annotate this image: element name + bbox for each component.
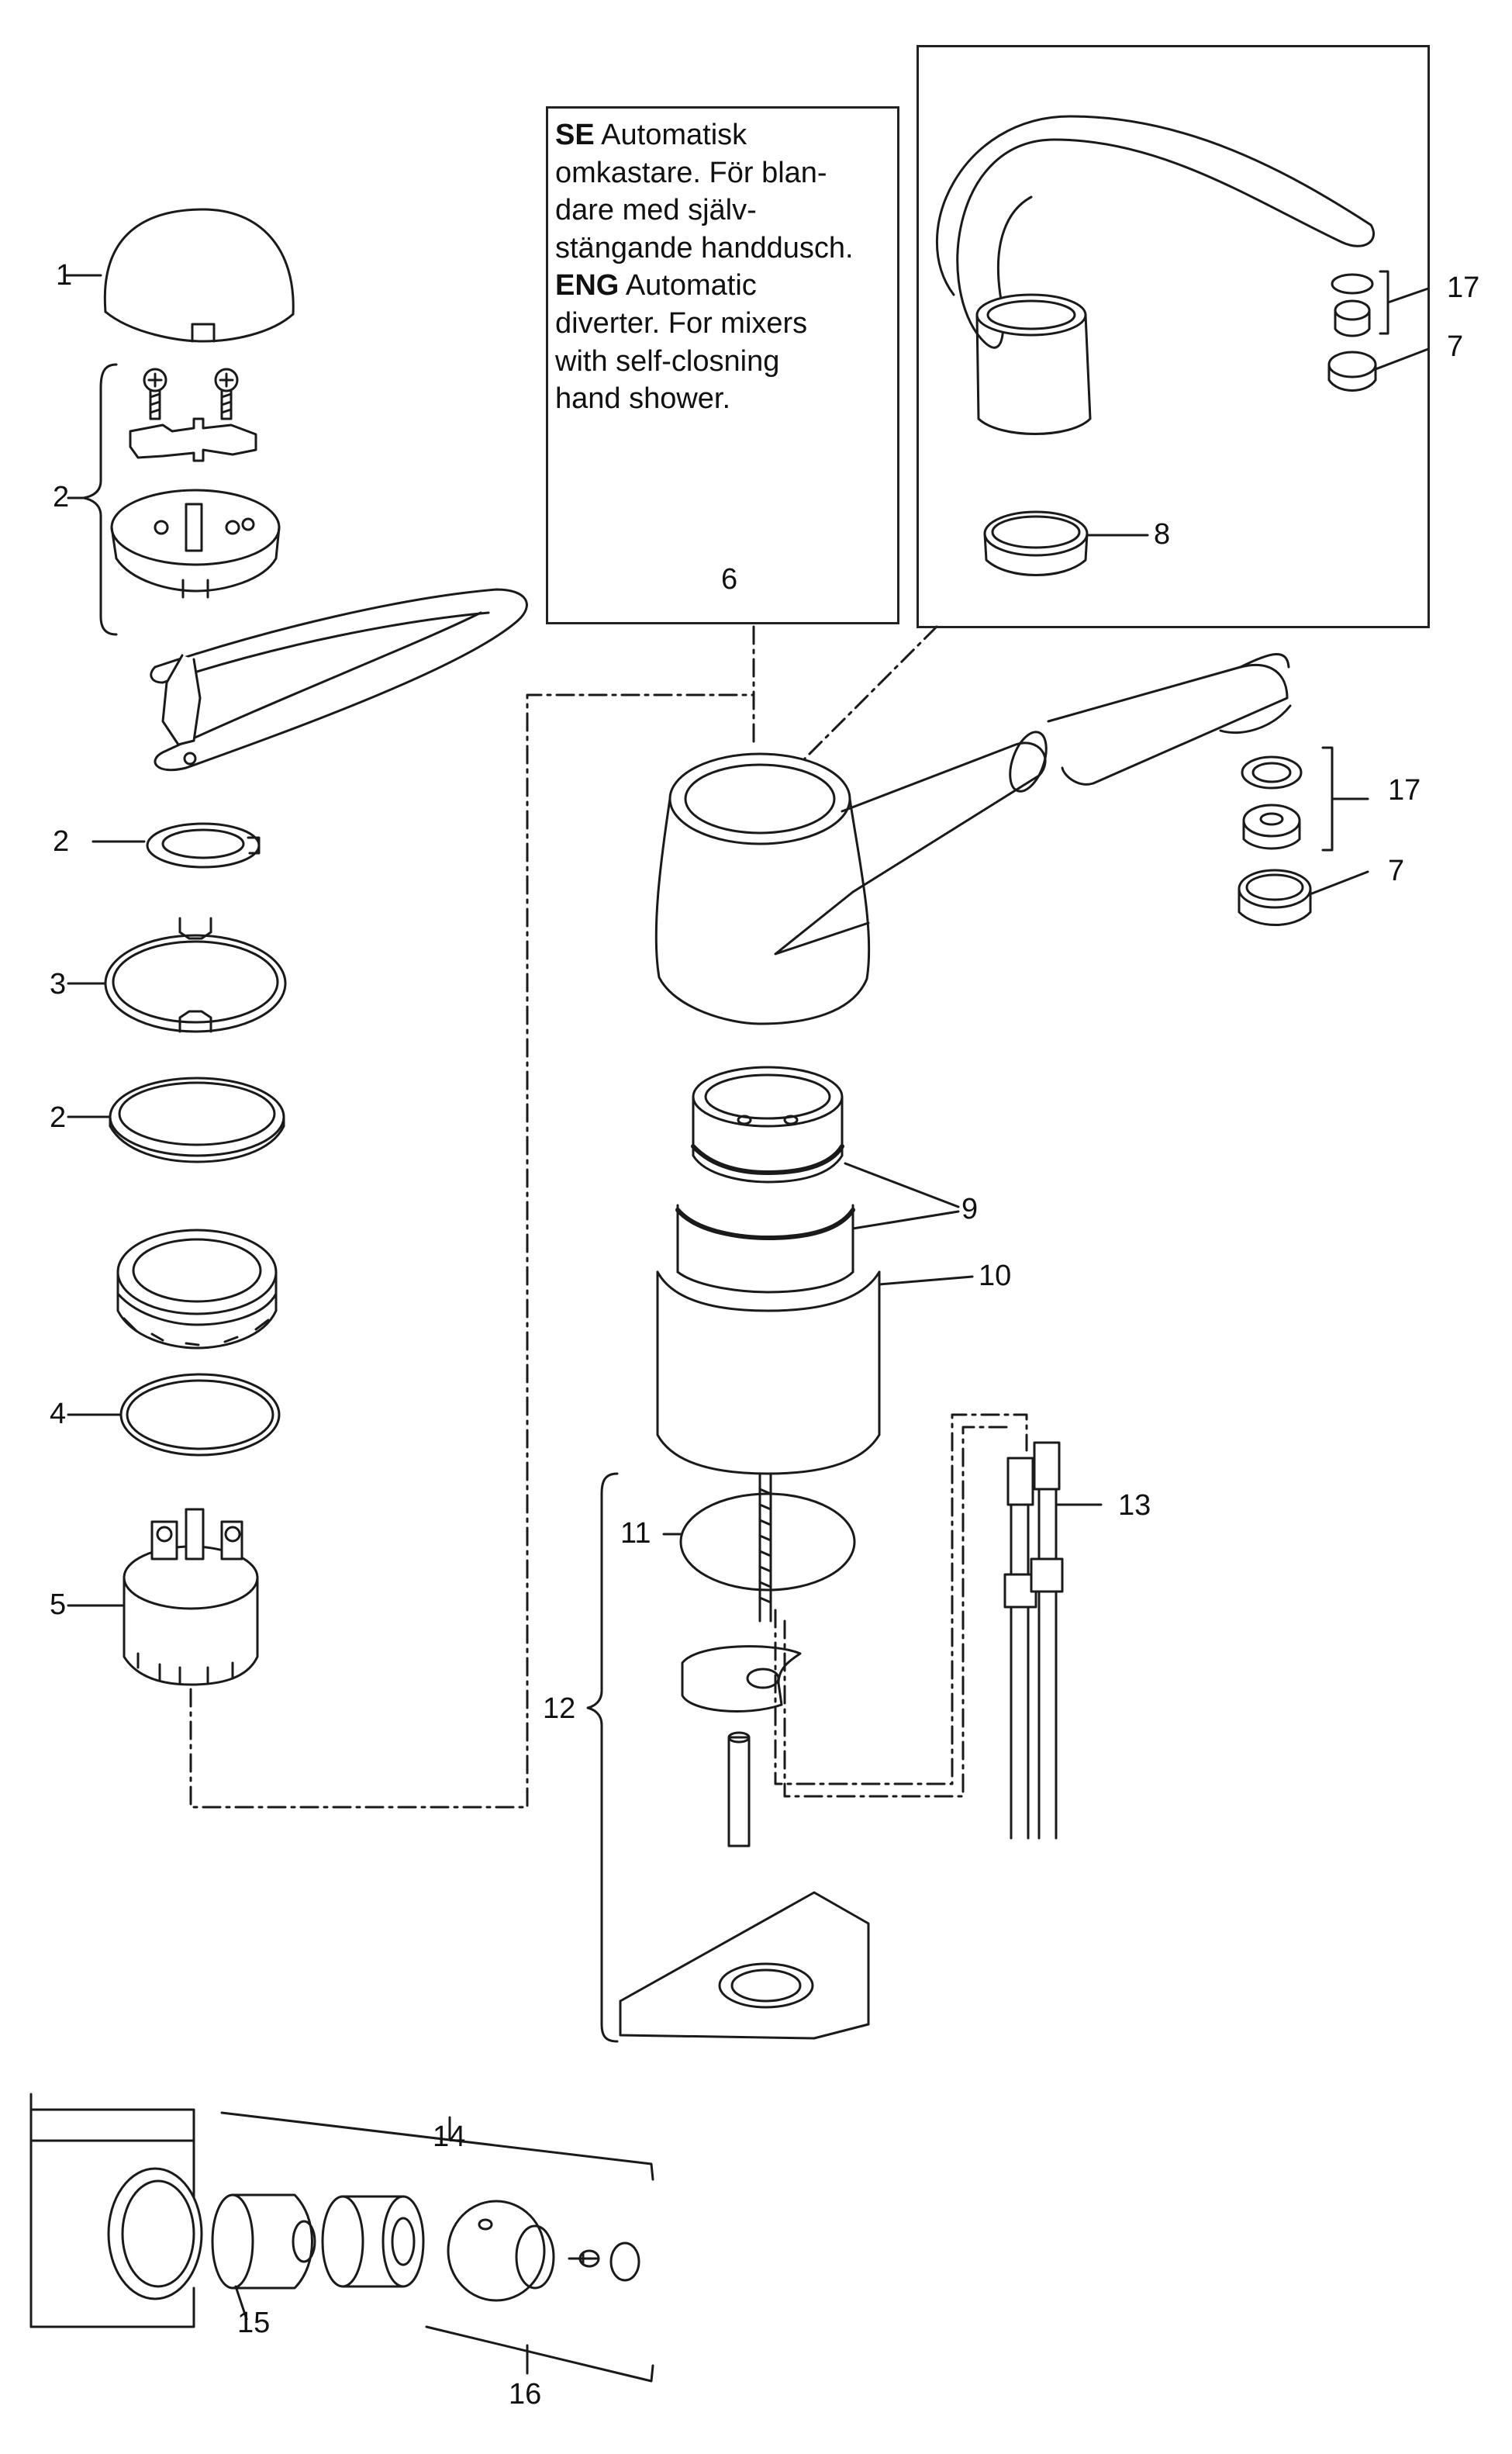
note-se-line3: dare med själv- [555, 194, 757, 227]
callout-2-clip: 2 [53, 481, 70, 513]
callout-15: 15 [237, 2307, 271, 2339]
callout-10: 10 [979, 1260, 1012, 1292]
lever-handle [150, 588, 528, 772]
part-3-cover-disc [67, 917, 287, 1033]
note-box [546, 106, 899, 624]
callout-6: 6 [721, 563, 738, 596]
callout-14: 14 [433, 2120, 466, 2153]
callout-8: 8 [1154, 518, 1171, 551]
note-text: SE Automatisk omkastare. För blan- dare … [555, 116, 896, 418]
callout-9: 9 [961, 1193, 979, 1225]
note-se-line2: omkastare. För blan- [555, 156, 827, 189]
part-2-clip-assembly [67, 363, 281, 636]
note-eng-line2: diverter. For mixers [555, 306, 808, 340]
aerator-parts-main [1238, 746, 1369, 926]
callout-5: 5 [50, 1588, 67, 1621]
callout-7-inset: 7 [1447, 330, 1464, 363]
part-1-cap [64, 208, 295, 343]
part-12-mounting-set [586, 1472, 870, 2043]
part-5-cartridge [67, 1508, 259, 1686]
note-eng-line4: hand shower. [555, 382, 731, 416]
note-eng-line3: with self-closning [555, 344, 780, 378]
callout-3: 3 [50, 968, 67, 1001]
callout-17-main: 17 [1388, 774, 1421, 807]
callout-16: 16 [509, 2378, 542, 2411]
callout-13: 13 [1118, 1489, 1151, 1522]
part-11-gasket [662, 1472, 856, 1623]
callout-12: 12 [543, 1692, 576, 1725]
note-eng-line1: Automatic [625, 269, 757, 302]
part-2-ring-large [67, 1077, 285, 1163]
part-13-hoses [774, 1413, 1103, 1840]
note-se-code: SE [555, 119, 595, 151]
bottom-detail-assembly [29, 2093, 654, 2383]
note-se-line4: stängande handdusch. [555, 231, 854, 264]
callout-4: 4 [50, 1398, 67, 1430]
callout-17-inset: 17 [1447, 271, 1480, 304]
note-se-line1: Automatisk [601, 119, 747, 151]
note-line-eng: ENG Automatic [555, 267, 896, 305]
callout-2-ring-small: 2 [53, 825, 70, 858]
callout-1: 1 [56, 259, 73, 292]
note-line-se: SE Automatisk [555, 116, 896, 154]
threaded-nut [116, 1229, 278, 1350]
part-9-10-housing [656, 1066, 974, 1475]
callout-2-ring-large: 2 [50, 1101, 67, 1134]
mixer-body [654, 653, 1292, 1025]
inset-high-spout [935, 115, 1430, 576]
part-2-ring-small [91, 822, 261, 869]
assembly-link-line [189, 693, 755, 1809]
part-4-o-ring [67, 1373, 281, 1457]
callout-7-main: 7 [1388, 855, 1405, 887]
callout-11: 11 [620, 1517, 651, 1550]
note-eng-code: ENG [555, 269, 620, 302]
inset-frame [917, 45, 1430, 628]
